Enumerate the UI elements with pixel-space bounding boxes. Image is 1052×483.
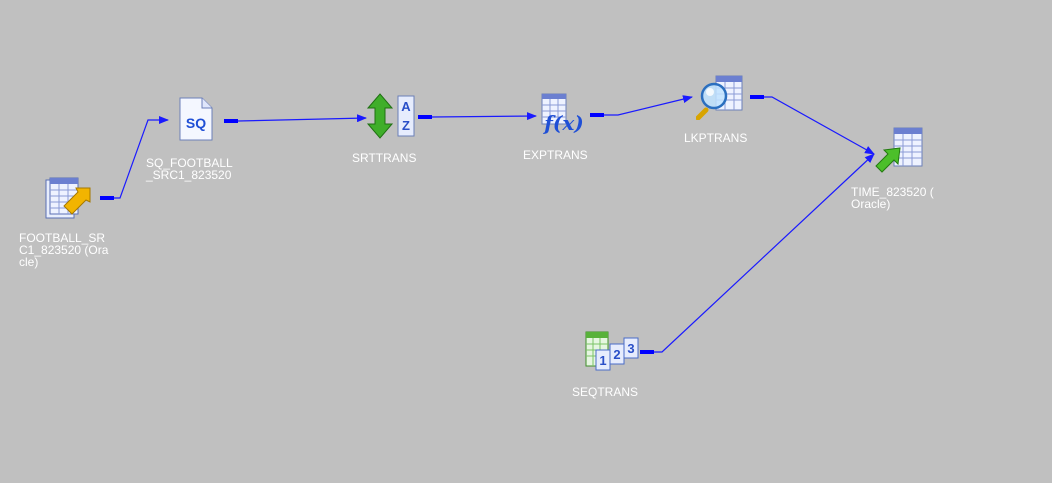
expression-output-port[interactable] xyxy=(590,113,604,117)
target-label: TIME_823520 ( Oracle) xyxy=(851,185,934,211)
link-source-to-sq xyxy=(114,116,169,199)
source-node-label: FOOTBALL_SR C1_823520 (Ora cle) xyxy=(19,231,109,269)
target-table-icon xyxy=(875,127,923,173)
sorter-output-port[interactable] xyxy=(418,115,432,119)
link-sequence-to-target xyxy=(654,153,875,353)
expression-node[interactable]: f(x) xyxy=(536,92,590,138)
sequence-digit-3: 3 xyxy=(627,341,634,356)
sorter-glyph-a: A xyxy=(401,99,411,114)
source-output-port[interactable] xyxy=(100,196,114,200)
source-qualifier-label: SQ_FOOTBALL _SRC1_823520 xyxy=(146,156,233,182)
link-sq-to-sorter xyxy=(237,114,367,123)
link-sorter-to-expression xyxy=(431,112,537,121)
lookup-icon xyxy=(695,75,743,121)
source-qualifier-node[interactable]: SQ xyxy=(176,96,216,142)
sequence-label: SEQTRANS xyxy=(572,385,639,399)
sorter-node[interactable]: A Z xyxy=(366,92,418,140)
lookup-label: LKPTRANS xyxy=(684,131,748,145)
target-node[interactable] xyxy=(874,126,928,174)
source-table-icon xyxy=(45,177,91,219)
sequence-generator-icon: 1 2 3 xyxy=(585,331,639,371)
source-qualifier-icon: SQ xyxy=(179,97,213,141)
sorter-icon: A Z xyxy=(366,93,415,139)
lookup-output-port[interactable] xyxy=(750,95,764,99)
expression-glyph: f(x) xyxy=(542,111,583,135)
lookup-node[interactable] xyxy=(695,72,748,121)
source-node[interactable] xyxy=(44,176,100,222)
sequence-digit-1: 1 xyxy=(599,353,606,368)
sequence-node[interactable]: 1 2 3 xyxy=(584,328,640,374)
source-qualifier-output-port[interactable] xyxy=(224,119,238,123)
expression-label: EXPTRANS xyxy=(523,148,588,162)
sequence-digit-2: 2 xyxy=(613,347,620,362)
sorter-label: SRTTRANS xyxy=(352,151,417,165)
link-lookup-to-target xyxy=(764,96,875,155)
expression-icon: f(x) xyxy=(541,93,584,135)
link-expression-to-lookup xyxy=(604,95,693,116)
sorter-glyph-z: Z xyxy=(402,118,410,133)
sq-badge-text: SQ xyxy=(186,115,206,131)
sequence-output-port[interactable] xyxy=(640,350,654,354)
